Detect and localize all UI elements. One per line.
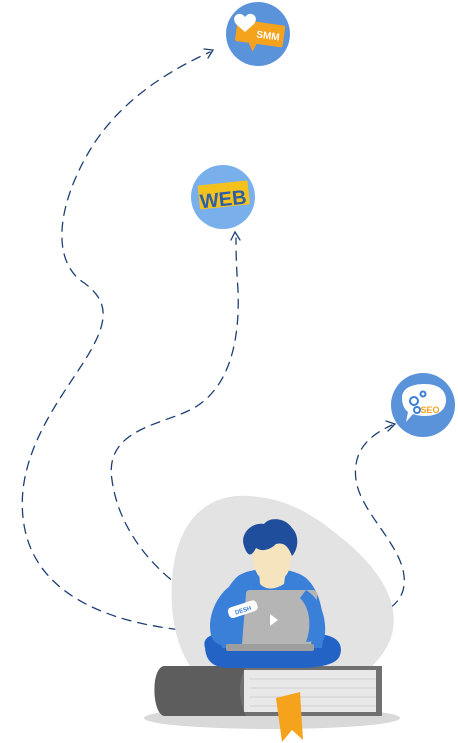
path-to-smm	[21, 51, 211, 633]
bookmark-icon	[276, 692, 303, 742]
book	[154, 666, 382, 742]
path-to-web	[110, 237, 239, 613]
laptop-sticker-label: DESH	[235, 606, 253, 617]
person-right-arm	[300, 590, 326, 642]
web-badge-label: WEB	[199, 187, 248, 214]
gears-icon	[409, 390, 427, 414]
laptop-lid	[242, 590, 318, 644]
arrow-head-web	[230, 230, 241, 241]
speech-bubble-icon	[402, 384, 446, 422]
person-hair	[243, 519, 298, 556]
smm-badge: SMM	[226, 2, 290, 66]
laptop: DESH	[226, 590, 318, 651]
laptop-logo-icon	[270, 614, 278, 626]
seo-badge-label: SEO	[420, 405, 439, 415]
arrow-heads	[203, 48, 397, 432]
person-left-arm	[210, 586, 246, 646]
book-front-cover	[154, 666, 246, 716]
arrow-head-seo	[385, 420, 397, 432]
heart-icon	[234, 13, 256, 32]
laptop-sticker: DESH	[227, 600, 258, 619]
laptop-base	[226, 644, 314, 651]
arrow-head-smm	[203, 48, 215, 59]
smm-badge-label: SMM	[256, 29, 281, 43]
web-text-icon	[197, 180, 250, 210]
web-badge: WEB	[191, 165, 255, 229]
path-to-seo	[329, 424, 405, 625]
seo-badge: SEO	[391, 373, 455, 437]
book-pages	[244, 670, 376, 712]
book-page-lines	[250, 678, 376, 707]
dashed-paths	[21, 51, 405, 633]
